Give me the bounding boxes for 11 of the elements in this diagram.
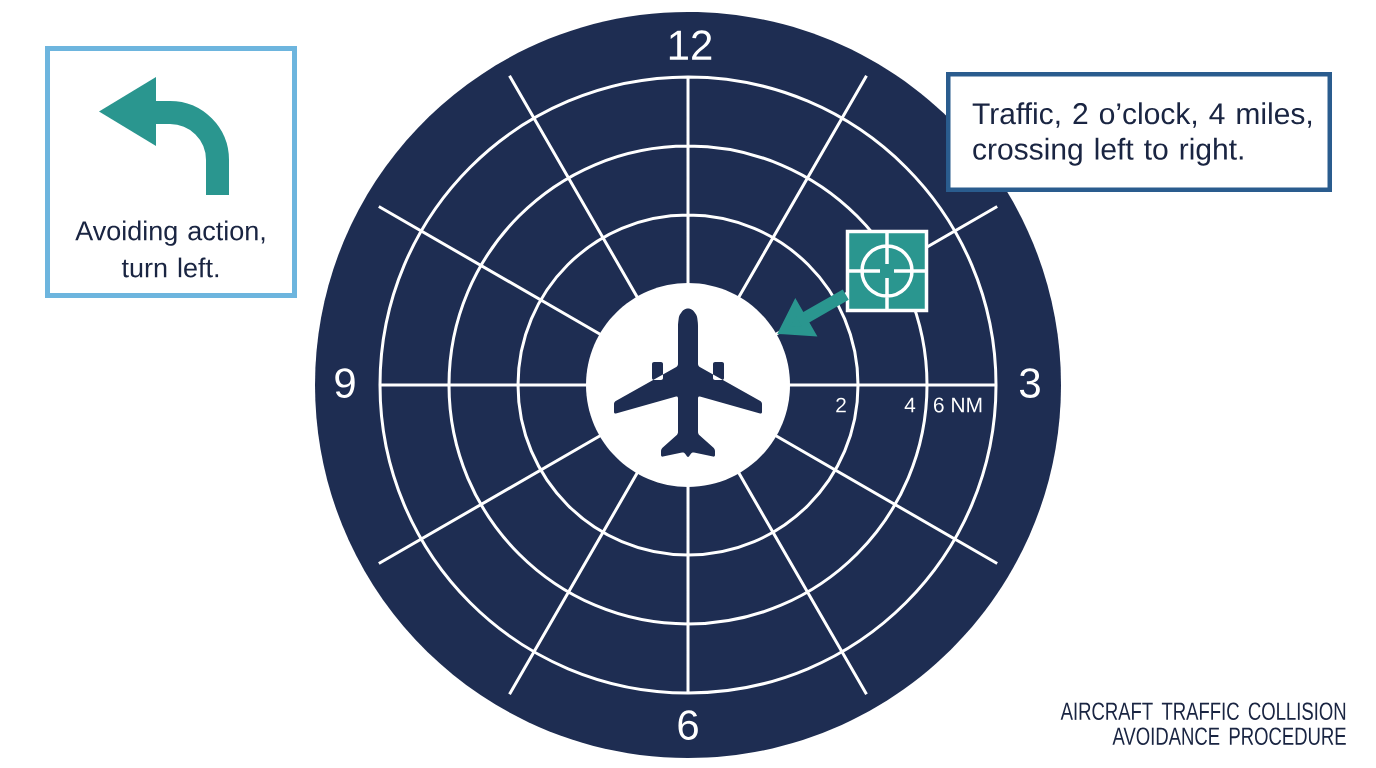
range-label: 2 (836, 397, 846, 413)
range-label: 6 NM (934, 397, 982, 413)
clock-number: 3 (1019, 368, 1040, 398)
instruction-box: Avoiding action, turn left. (45, 46, 297, 298)
title: AIRCRAFT TRAFFIC COLLISION AVOIDANCE PROCEDURE (1060, 702, 1346, 746)
traffic-symbol (845, 229, 929, 313)
range-label: 4 (904, 397, 916, 413)
clock-number: 9 (335, 368, 355, 398)
clock-number: 6 (678, 710, 698, 740)
message-box: Traffic, 2 o’clock, 4 miles, crossing left to right. (946, 72, 1332, 192)
clock-number: 12 (669, 30, 712, 60)
